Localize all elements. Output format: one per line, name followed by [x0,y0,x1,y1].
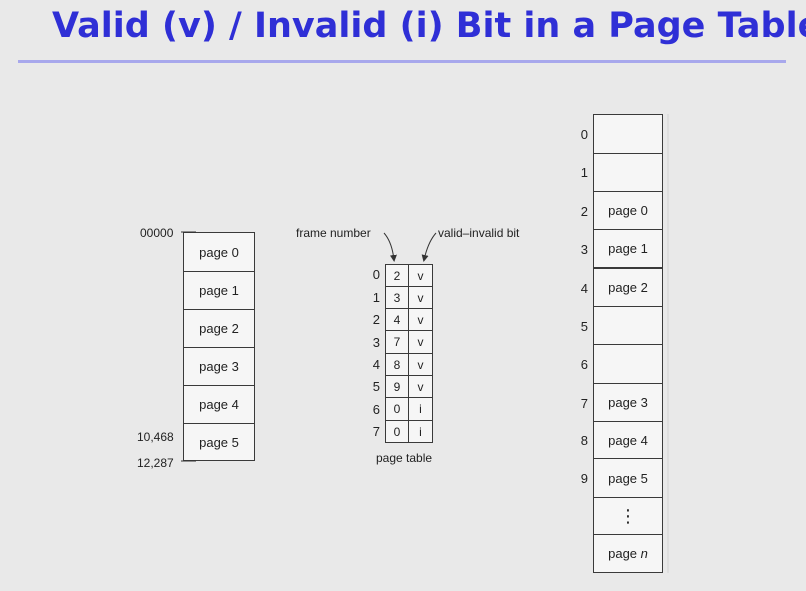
pt-index: 4 [372,357,380,372]
physical-frame-1 [593,153,663,192]
title-underline [18,60,786,63]
pt-bit-cell: v [408,286,433,309]
physical-frame-2: page 0 [593,191,663,230]
pt-index: 1 [372,290,380,305]
frame-index: 1 [580,165,588,180]
valid-bit-arrow [421,232,437,262]
frame-number-arrow [383,232,397,262]
physical-frame-8: page 4 [593,421,663,459]
slide-title: Valid (v) / Invalid (i) Bit in a Page Ta… [52,6,806,46]
frame-index: 4 [580,281,588,296]
physical-frame-n: page n [593,534,663,573]
pt-frame-cell: 0 [385,420,409,443]
pt-index: 6 [372,402,380,417]
frame-index: 0 [580,127,588,142]
pt-index: 3 [372,335,380,350]
logical-page-2: page 2 [183,309,255,348]
last-frame-var: n [640,546,648,561]
logical-page-4: page 4 [183,385,255,424]
pt-index: 7 [372,424,380,439]
pt-bit-cell: v [408,375,433,398]
logical-page-0: page 0 [183,232,255,272]
physical-frame-ellipsis: ⋮ [593,497,663,535]
frame-index: 2 [580,204,588,219]
pt-index: 0 [372,267,380,282]
pt-bit-cell: i [408,420,433,443]
pt-bit-cell: v [408,330,433,354]
pt-index: 5 [372,379,380,394]
pt-index: 2 [372,312,380,327]
address-10468: 10,468 [137,430,174,444]
page-table-caption: page table [376,451,433,465]
valid-invalid-label: valid–invalid bit [438,226,520,240]
frame-index: 6 [580,357,588,372]
physical-frame-5 [593,306,663,345]
frame-number-label: frame number [296,226,371,240]
last-frame-prefix: page [608,546,638,561]
frame-index: 9 [580,471,588,486]
physical-frame-0 [593,114,663,154]
address-start: 00000 [140,226,174,240]
frame-index: 8 [580,433,588,448]
frame-index: 7 [580,396,588,411]
address-12287: 12,287 [137,456,174,470]
frame-index: 5 [580,319,588,334]
frame-index: 3 [580,242,588,257]
physical-frame-3: page 1 [593,229,663,268]
logical-page-5: page 5 [183,423,255,461]
